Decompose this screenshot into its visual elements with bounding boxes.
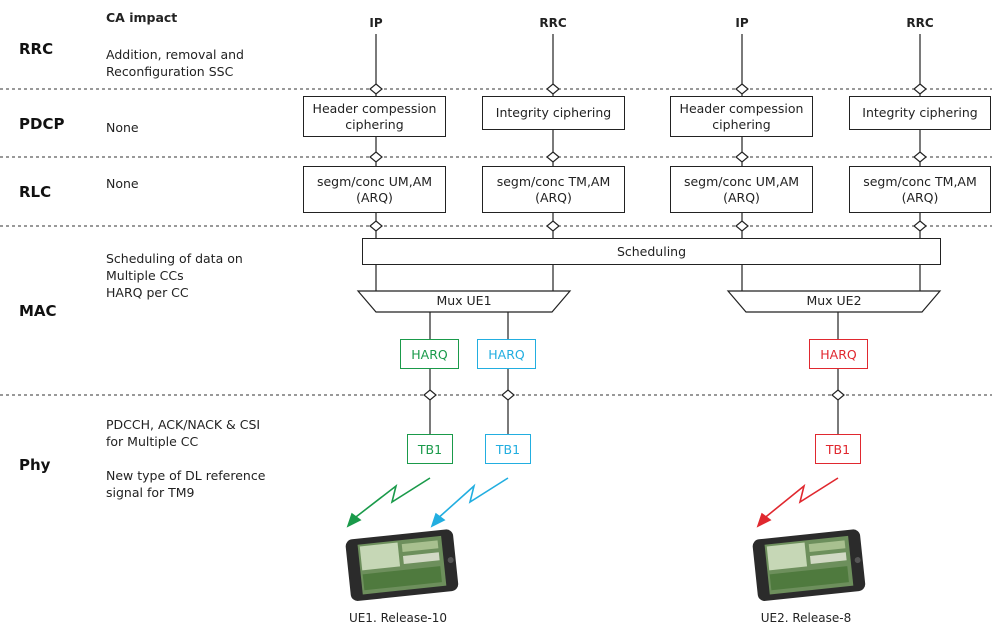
scheduling-box: Scheduling bbox=[362, 238, 941, 265]
impact-mac-line-1: Scheduling of data on bbox=[106, 251, 243, 266]
pdcp-box-3-line-2: ciphering bbox=[712, 116, 771, 132]
ca-impact-title: CA impact bbox=[106, 10, 178, 25]
rlc-box-1-line-2: (ARQ) bbox=[356, 189, 393, 205]
layer-mac: MAC bbox=[19, 302, 57, 320]
impact-phy-spacer bbox=[106, 450, 265, 467]
pdcp-box-4-line-1: Integrity ciphering bbox=[862, 105, 978, 120]
impact-rrc-line-2: Reconfiguration SSC bbox=[106, 64, 234, 79]
tb-box-ue1-green: TB1 bbox=[407, 434, 453, 464]
impact-phy-line-5: signal for TM9 bbox=[106, 485, 195, 500]
connector-diamonds bbox=[369, 83, 927, 401]
pdcp-box-4: Integrity ciphering bbox=[849, 96, 991, 130]
column-connectors bbox=[375, 34, 921, 434]
impact-phy-line-1: PDCCH, ACK/NACK & CSI bbox=[106, 417, 261, 432]
rlc-box-4: segm/conc TM,AM(ARQ) bbox=[849, 166, 991, 213]
harq-box-ue1-green: HARQ bbox=[400, 339, 459, 369]
radio-link-green bbox=[351, 477, 431, 521]
impact-pdcp: None bbox=[106, 120, 139, 135]
pdcp-box-3-line-1: Header compession bbox=[679, 100, 804, 116]
impact-mac-line-2: Multiple CCs bbox=[106, 268, 184, 283]
rlc-box-3-line-2: (ARQ) bbox=[723, 189, 760, 205]
impact-phy-line-4: New type of DL reference bbox=[106, 468, 266, 483]
layer-phy: Phy bbox=[19, 456, 51, 474]
layer-pdcp: PDCP bbox=[19, 115, 65, 133]
layer-rrc: RRC bbox=[19, 40, 54, 58]
rlc-box-4-line-1: segm/conc TM,AM bbox=[863, 173, 977, 189]
rlc-box-1: segm/conc UM,AM(ARQ) bbox=[303, 166, 446, 213]
radio-link-red bbox=[761, 477, 839, 521]
mux-ue2-label: Mux UE2 bbox=[806, 293, 862, 308]
column-label-rrc-1: RRC bbox=[539, 16, 567, 30]
radio-links bbox=[346, 477, 839, 528]
pdcp-box-1-line-1: Header compession bbox=[312, 100, 437, 116]
radio-link-cyan bbox=[435, 477, 509, 521]
ue2-phone-image bbox=[752, 529, 866, 601]
pdcp-box-2: Integrity ciphering bbox=[482, 96, 625, 130]
impact-phy: PDCCH, ACK/NACK & CSI for Multiple CC Ne… bbox=[106, 416, 265, 501]
impact-rrc: Addition, removal and Reconfiguration SS… bbox=[106, 46, 244, 80]
rlc-box-1-line-1: segm/conc UM,AM bbox=[316, 173, 433, 189]
rlc-box-3-line-1: segm/conc UM,AM bbox=[683, 173, 800, 189]
rlc-box-3: segm/conc UM,AM(ARQ) bbox=[670, 166, 813, 213]
rlc-box-2-line-2: (ARQ) bbox=[535, 189, 572, 205]
pdcp-box-2-line-1: Integrity ciphering bbox=[495, 105, 612, 120]
pdcp-box-1-line-2: ciphering bbox=[345, 116, 404, 132]
impact-mac-line-3: HARQ per CC bbox=[106, 285, 189, 300]
rlc-box-2: segm/conc TM,AM(ARQ) bbox=[482, 166, 625, 213]
impact-mac: Scheduling of data on Multiple CCs HARQ … bbox=[106, 250, 243, 301]
column-label-ip-2: IP bbox=[735, 16, 749, 30]
harq-box-ue1-cyan: HARQ bbox=[477, 339, 536, 369]
ue1-label: UE1. Release-10 bbox=[348, 611, 448, 625]
column-label-ip-1: IP bbox=[369, 16, 383, 30]
impact-phy-line-2: for Multiple CC bbox=[106, 434, 199, 449]
tb-box-ue2-red: TB1 bbox=[815, 434, 861, 464]
mux-ue1-shape bbox=[356, 290, 572, 313]
column-label-rrc-2: RRC bbox=[906, 16, 934, 30]
rlc-box-2-line-1: segm/conc TM,AM bbox=[496, 173, 611, 189]
ue2-label: UE2. Release-8 bbox=[760, 611, 852, 625]
rlc-box-4-line-2: (ARQ) bbox=[901, 189, 939, 205]
ue1-phone-image bbox=[345, 529, 459, 601]
impact-rrc-line-1: Addition, removal and bbox=[106, 47, 244, 62]
mux-ue2-shape bbox=[726, 290, 942, 313]
mux-ue1-label: Mux UE1 bbox=[436, 293, 492, 308]
layer-rlc: RLC bbox=[19, 183, 52, 201]
impact-rlc: None bbox=[106, 176, 139, 191]
harq-box-ue2-red: HARQ bbox=[809, 339, 868, 369]
tb-box-ue1-cyan: TB1 bbox=[485, 434, 531, 464]
